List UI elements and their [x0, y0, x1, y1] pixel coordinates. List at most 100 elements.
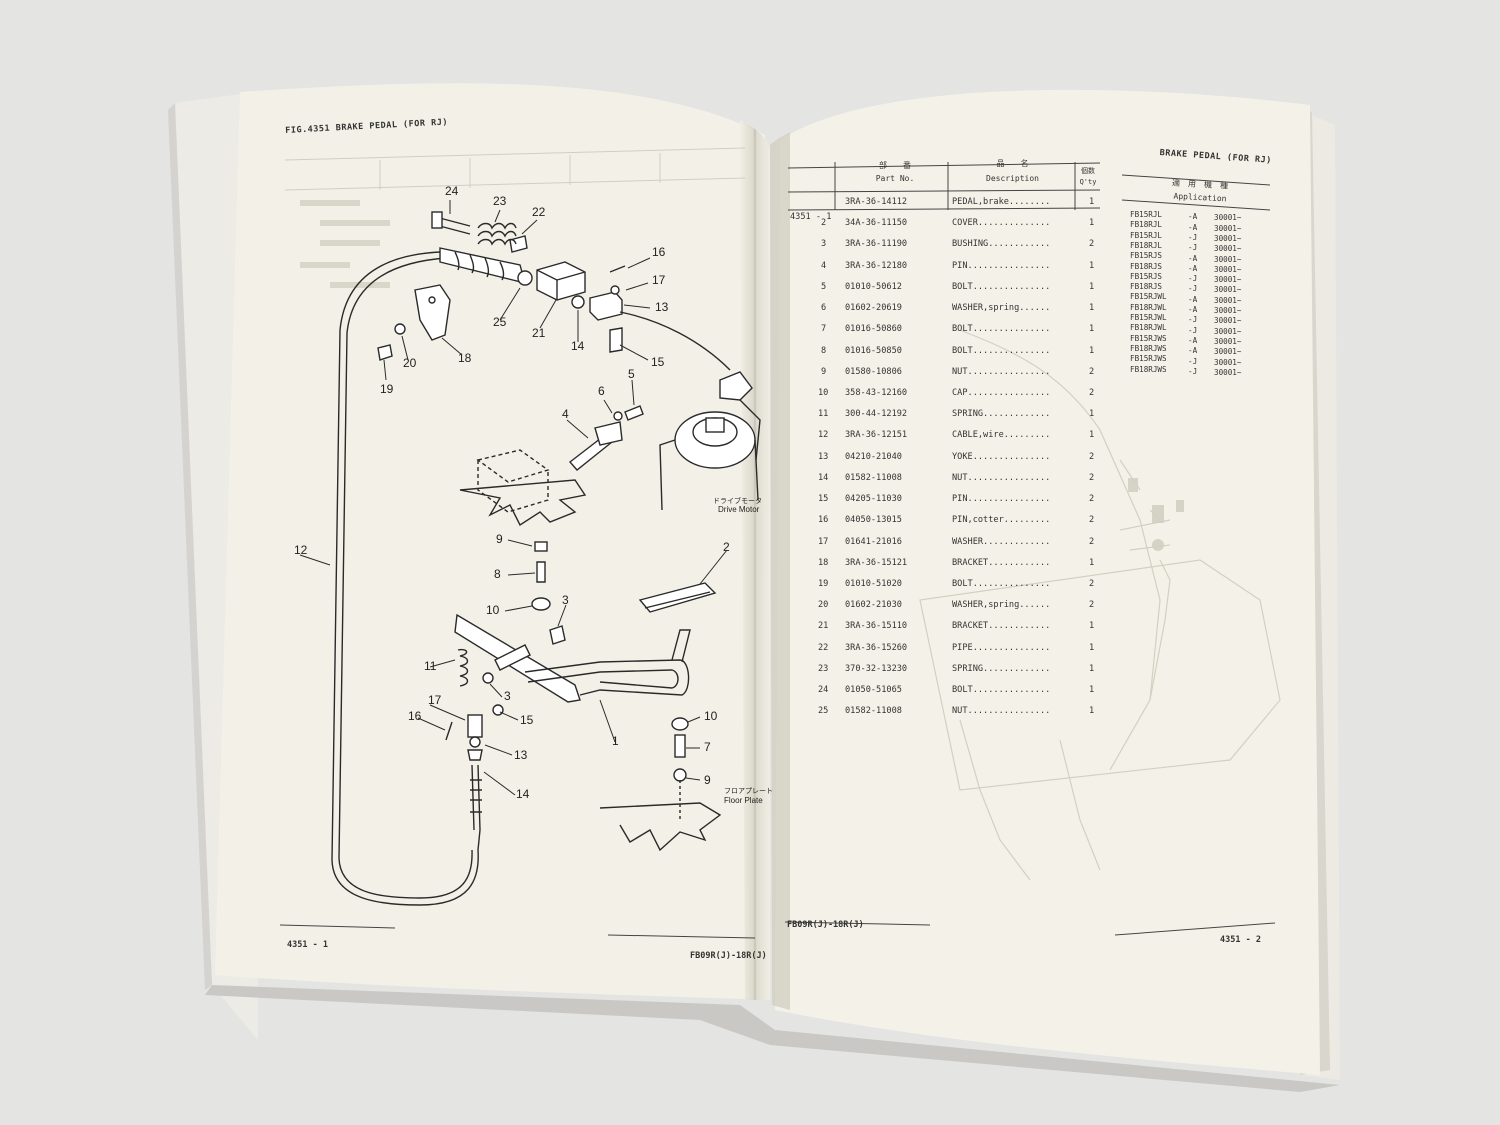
callout-4: 4: [562, 407, 569, 421]
callout-1: 1: [612, 734, 619, 748]
col-header-desc-jp: 品 名: [996, 159, 1029, 168]
row-description: BOLT...............: [952, 324, 1051, 335]
application-serial: 30001~: [1214, 254, 1242, 264]
callout-20: 20: [403, 356, 417, 370]
row-description: SPRING.............: [952, 409, 1051, 420]
application-serial: 30001~: [1214, 264, 1242, 274]
row-part-no: 01016-50860: [845, 324, 902, 335]
callout-7: 7: [704, 740, 711, 754]
row-description: WASHER,spring......: [952, 303, 1051, 314]
row-quantity: 1: [1089, 281, 1095, 292]
col-header-part: Part No.: [875, 174, 915, 183]
application-model: FB18RJWL: [1130, 323, 1167, 333]
row-description: WASHER.............: [952, 536, 1051, 547]
application-model: FB15RJL: [1130, 230, 1163, 240]
row-quantity: 1: [1089, 621, 1095, 632]
application-serial: 30001~: [1214, 357, 1242, 367]
callout-5: 5: [628, 367, 635, 381]
application-model: FB15RJWS: [1130, 333, 1167, 343]
row-item-no: 11: [818, 409, 829, 420]
row-part-no: 01582-11008: [845, 706, 902, 717]
row-item-no: 12: [818, 430, 829, 441]
application-serial: 30001~: [1214, 213, 1242, 223]
row-quantity: 2: [1089, 515, 1095, 526]
floor-plate-label-jp: フロアプレート: [724, 788, 773, 795]
row-quantity: 1: [1089, 197, 1095, 207]
row-part-no: 04205-11030: [845, 494, 902, 505]
application-suffix: -J: [1188, 284, 1198, 294]
row-part-no: 04210-21040: [845, 451, 902, 462]
application-model: FB18RJWS: [1130, 343, 1167, 353]
row-description: BRACKET............: [952, 621, 1051, 632]
row-description: BOLT...............: [952, 345, 1051, 356]
row-item-no: 3: [821, 239, 827, 250]
application-suffix: -J: [1188, 232, 1198, 242]
row-item-no: 4: [821, 260, 827, 271]
application-suffix: -A: [1188, 294, 1198, 304]
callout-9: 9: [496, 532, 503, 546]
row-part-no: 01602-20619: [845, 303, 902, 314]
row-item-no: 10: [818, 387, 829, 398]
row-quantity: 2: [1089, 451, 1095, 462]
row-part-no: 01010-51020: [845, 578, 902, 589]
row-description: NUT................: [952, 472, 1051, 483]
row-quantity: 1: [1089, 260, 1095, 271]
application-suffix: -J: [1188, 356, 1198, 366]
row-item-no: 14: [818, 472, 829, 483]
row-item-no: 25: [818, 706, 829, 717]
application-suffix: -A: [1188, 346, 1198, 356]
application-serial: 30001~: [1214, 326, 1242, 336]
callout-25: 25: [493, 315, 507, 329]
row-quantity: 2: [1089, 600, 1095, 611]
row-part-no: 04050-13015: [845, 515, 902, 526]
callout-14b: 14: [516, 787, 530, 801]
row-item-no: 24: [818, 685, 829, 696]
callout-19: 19: [380, 382, 394, 396]
application-serial: 30001~: [1214, 347, 1242, 357]
callout-8: 8: [494, 567, 501, 581]
application-model: FB18RJL: [1130, 240, 1163, 250]
row-description: BOLT...............: [952, 578, 1051, 589]
row-quantity: 2: [1089, 536, 1095, 547]
row-quantity: 1: [1089, 706, 1095, 717]
row-description: BOLT...............: [952, 281, 1051, 292]
row-description: BOLT...............: [952, 685, 1051, 696]
row-part-no: 3RA-36-15110: [845, 621, 908, 632]
row-item-no: 21: [818, 621, 829, 632]
callout-3: 3: [562, 593, 569, 607]
drive-motor-label-jp: ドライブモータ: [713, 498, 762, 505]
row-quantity: 1: [1089, 642, 1095, 653]
callout-13: 13: [655, 300, 669, 314]
row-item-no: 7: [821, 324, 827, 335]
application-serial: 30001~: [1214, 275, 1242, 285]
row-item-no: 15: [818, 494, 829, 505]
callout-10: 10: [486, 603, 500, 617]
application-suffix: -J: [1188, 274, 1198, 284]
col-header-qty-jp: 個数: [1081, 167, 1095, 175]
row-item-no: 22: [818, 642, 829, 653]
row-quantity: 2: [1089, 472, 1095, 483]
callout-13b: 13: [514, 748, 528, 762]
application-serial: 30001~: [1214, 244, 1242, 254]
drive-motor-label: Drive Motor: [718, 505, 760, 514]
row-description: CAP................: [952, 387, 1051, 398]
row-description: CABLE,wire.........: [952, 430, 1051, 441]
row-item-no: 20: [818, 600, 829, 611]
row-quantity: 2: [1089, 387, 1095, 398]
row-part-no: 3RA-36-12151: [845, 430, 908, 441]
col-header-qty: Q'ty: [1079, 178, 1097, 186]
col-header-part-jp: 部 番: [879, 161, 911, 170]
row-quantity: 1: [1089, 557, 1095, 568]
row-part-no: 01050-51065: [845, 685, 902, 696]
application-serial: 30001~: [1214, 223, 1242, 233]
row-quantity: 1: [1089, 430, 1095, 441]
row-description: SPRING.............: [952, 663, 1051, 674]
row-description: NUT................: [952, 706, 1051, 717]
row-quantity: 1: [1089, 324, 1095, 335]
application-model: FB15RJS: [1130, 251, 1163, 261]
row-part-no: 300-44-12192: [845, 409, 908, 420]
